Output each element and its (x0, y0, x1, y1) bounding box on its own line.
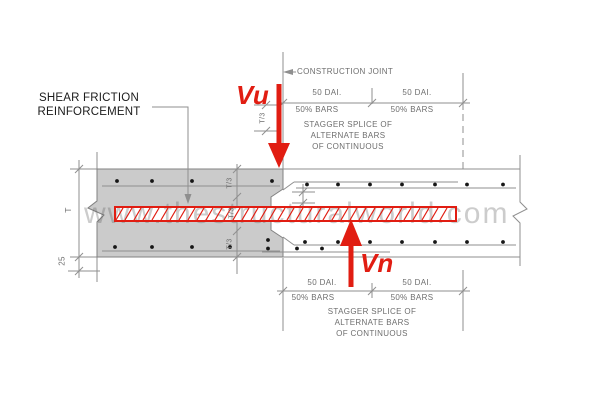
bottom-splice-note-1: STAGGER SPLICE OF (327, 307, 417, 316)
top-splice-note-1: STAGGER SPLICE OF (303, 120, 393, 129)
callout-arrowhead (184, 194, 192, 204)
bar-hatch-pattern (115, 207, 448, 221)
callout-line1: SHEAR FRICTION (39, 92, 139, 104)
dim-third-above: T/3 (259, 112, 267, 124)
joint-leader-arrowhead (283, 69, 293, 75)
bottom-lap-left: 50 DAI. (307, 278, 337, 287)
shear-friction-bar-body (115, 207, 456, 221)
vu-force-label: Vu (236, 80, 269, 110)
rebar-dots (113, 179, 505, 251)
top-splice-note-3: OF CONTINUOUS (312, 142, 384, 151)
dim-third-bottom: T/3 (226, 238, 234, 250)
bottom-splice-note-3: OF CONTINUOUS (336, 329, 408, 338)
callout-line2: REINFORCEMENT (37, 106, 141, 118)
bottom-bars-left: 50% BARS (291, 293, 335, 302)
bottom-bars-right: 50% BARS (390, 293, 434, 302)
callout-label: SHEAR FRICTION REINFORCEMENT (22, 91, 156, 119)
callout-leader-line (152, 106, 189, 196)
bottom-lap-right: 50 DAI. (402, 278, 432, 287)
vn-force-arrow (340, 219, 362, 287)
dim-third-mid: T/3 (228, 207, 236, 219)
dim-third-top: T/3 (226, 177, 234, 189)
dim-thickness-label: T (63, 207, 73, 213)
watermark-text: www.thestructuralworld.com (84, 197, 510, 230)
top-bars-left: 50% BARS (295, 105, 339, 114)
top-bars-right: 50% BARS (390, 105, 434, 114)
top-splice-note-2: ALTERNATE BARS (310, 131, 386, 140)
top-lap-right: 50 DAI. (402, 88, 432, 97)
vu-force-arrow (268, 84, 290, 168)
bottom-splice-note-2: ALTERNATE BARS (334, 318, 410, 327)
right-break-line (512, 155, 528, 266)
vn-force-label: Vn (360, 248, 394, 278)
dim-offset-label: 25 (57, 256, 67, 266)
shear-friction-bar-outline (114, 206, 457, 222)
construction-joint-label: CONSTRUCTION JOINT (297, 67, 394, 76)
top-lap-left: 50 DAI. (312, 88, 342, 97)
